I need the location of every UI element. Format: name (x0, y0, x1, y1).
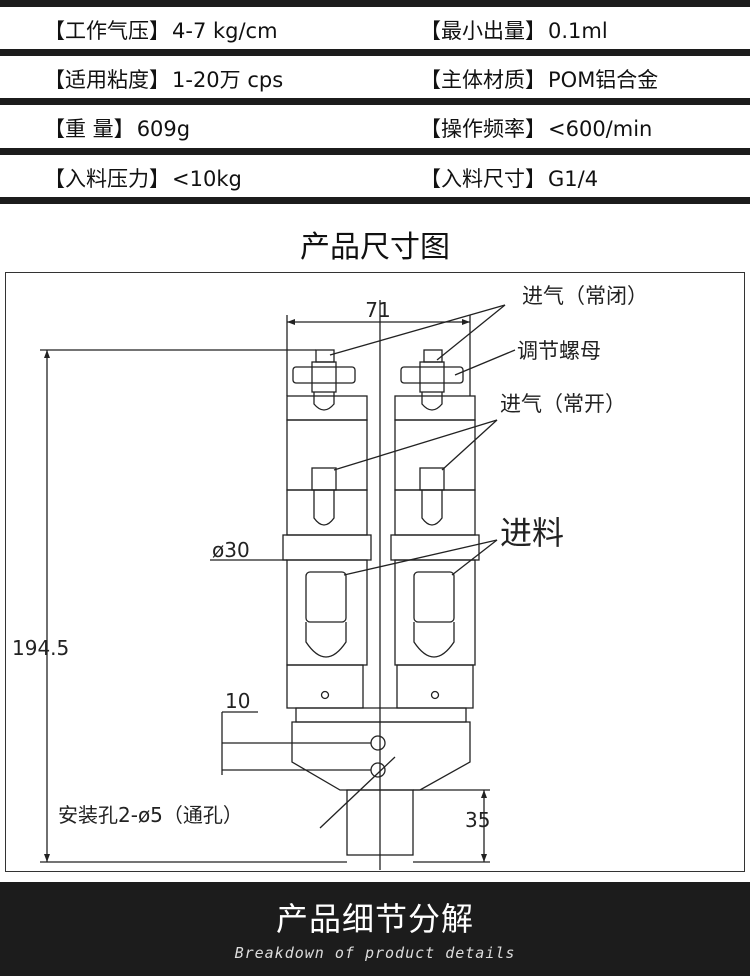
label-adjust-nut: 调节螺母 (517, 339, 601, 363)
mount-plate (291, 721, 471, 791)
spec-value: 4-7 kg/cm (172, 19, 278, 43)
dim-hole-spacing: 10 (225, 689, 250, 713)
spec-value: 1-20万 cps (172, 68, 284, 92)
section-footer-banner: 产品细节分解 Breakdown of product details (0, 882, 750, 976)
spec-value: POM铝合金 (548, 68, 659, 92)
section-subtitle: Breakdown of product details (234, 944, 516, 962)
label-air-open: 进气（常开） (500, 392, 626, 416)
valve-left (282, 349, 372, 709)
divider (0, 148, 750, 155)
dim-height: 194.5 (12, 636, 69, 660)
label-mount-holes: 安装孔2-ø5（通孔） (58, 803, 243, 827)
diagram-title: 产品尺寸图 (300, 230, 450, 265)
mount-top (295, 707, 467, 723)
dimension-drawing-frame (5, 272, 745, 872)
dim-diameter: ø30 (212, 538, 250, 562)
spec-label: 【工作气压】 (44, 19, 170, 43)
spec-label: 【入料尺寸】 (420, 167, 546, 191)
spec-label: 【重 量】 (44, 117, 135, 141)
label-air-closed: 进气（常闭） (522, 284, 648, 308)
spec-label: 【主体材质】 (420, 68, 546, 92)
spec-value: <10kg (172, 167, 242, 191)
spec-value: <600/min (548, 117, 653, 141)
spec-value: 609g (136, 117, 191, 141)
spec-row: 【入料压力】<10kg 【入料尺寸】G1/4 (0, 155, 750, 197)
spec-value: 0.1ml (548, 19, 608, 43)
spec-row: 【工作气压】4-7 kg/cm 【最小出量】0.1ml (0, 7, 750, 49)
divider (0, 0, 750, 7)
spec-label: 【入料压力】 (44, 167, 170, 191)
spec-row: 【重 量】609g 【操作频率】<600/min (0, 105, 750, 147)
divider (0, 197, 750, 204)
spec-value: G1/4 (548, 167, 599, 191)
mount-hole (370, 735, 386, 751)
section-title: 产品细节分解 (275, 900, 474, 938)
outlet-stem (346, 789, 414, 856)
spec-label: 【操作频率】 (420, 117, 546, 141)
label-feed: 进料 (500, 514, 564, 552)
spec-label: 【适用粘度】 (44, 68, 170, 92)
dim-width: 71 (365, 298, 390, 322)
dim-stem: 35 (465, 808, 490, 832)
spec-row: 【适用粘度】1-20万 cps 【主体材质】POM铝合金 (0, 56, 750, 98)
mount-hole (370, 762, 386, 778)
valve-right (390, 349, 480, 709)
divider (0, 49, 750, 56)
divider (0, 98, 750, 105)
spec-label: 【最小出量】 (420, 19, 546, 43)
